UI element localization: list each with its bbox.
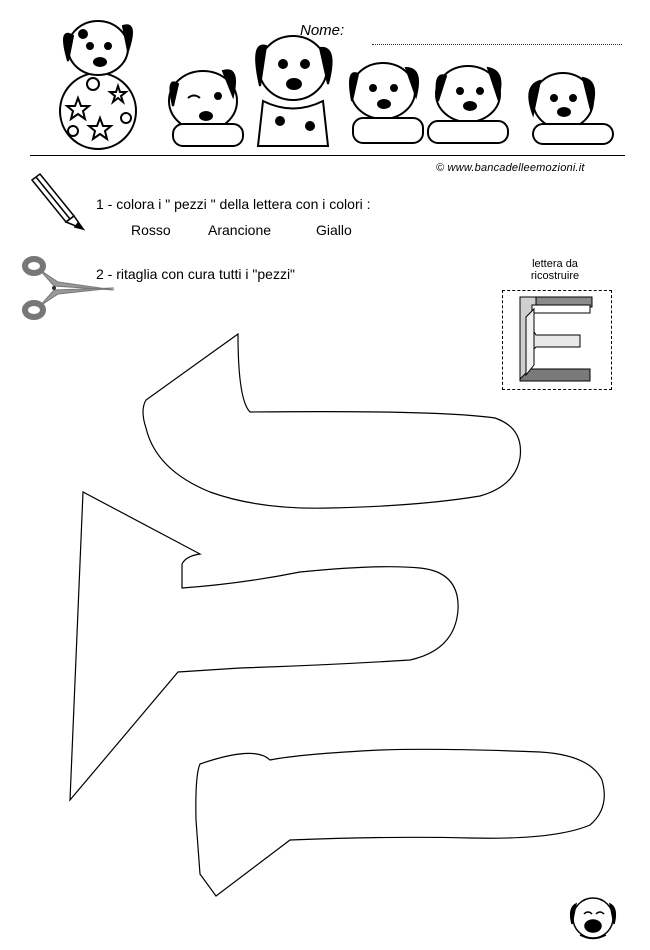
instruction-step-2: 2 - ritaglia con cura tutti i "pezzi" (96, 266, 296, 282)
piece-middle[interactable] (69, 491, 459, 802)
piece-bottom[interactable] (195, 748, 605, 897)
name-label: Nome: (300, 22, 345, 39)
reference-letter-e (519, 296, 593, 382)
scissors-icon (22, 256, 115, 320)
piece-top[interactable] (142, 332, 522, 509)
ball-with-stars-icon (59, 72, 137, 150)
header-baseline (30, 155, 625, 156)
pencil-icon (30, 172, 86, 231)
name-field-line[interactable] (372, 44, 622, 45)
color-orange-label: Arancione (208, 222, 272, 238)
reference-letter-box (502, 290, 612, 390)
copyright-text: © www.bancadelleemozioni.it (436, 162, 585, 174)
reference-caption: lettera da ricostruire (510, 258, 600, 282)
dalmatian-puppies-illustration (59, 20, 614, 150)
reference-caption-line-2: ricostruire (530, 270, 580, 282)
color-red-label: Rosso (131, 222, 171, 238)
color-yellow-label: Giallo (316, 222, 352, 238)
instruction-step-1: 1 - colora i " pezzi " della lettera con… (96, 196, 371, 212)
puppy-face-icon (569, 897, 617, 940)
reference-caption-line-1: lettera da (532, 258, 578, 270)
letter-pieces (69, 332, 605, 897)
